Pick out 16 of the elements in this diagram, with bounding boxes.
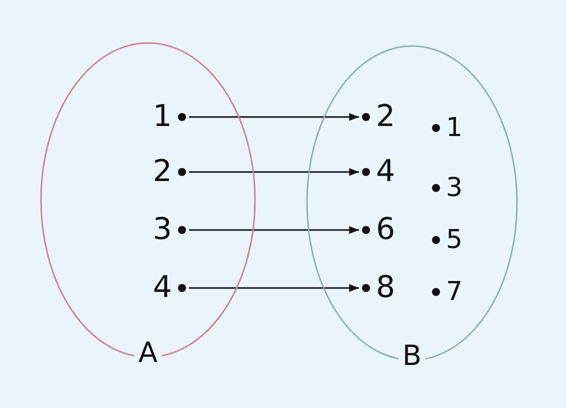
- element-label: 2: [376, 100, 396, 134]
- element-label: 7: [446, 277, 463, 307]
- element-label: 4: [376, 155, 396, 189]
- element-label: 1: [446, 113, 463, 143]
- element-label: 5: [446, 225, 463, 255]
- element-label: 3: [152, 213, 172, 247]
- arrow: [189, 113, 359, 121]
- element-label: 2: [152, 155, 172, 189]
- arrow: [189, 168, 359, 176]
- element-label: 4: [152, 271, 172, 305]
- element-label: 1: [152, 100, 172, 134]
- element-label: 6: [376, 213, 396, 247]
- arrow: [189, 284, 359, 292]
- arrow: [189, 226, 359, 234]
- element-label: 3: [446, 173, 463, 203]
- element-label: 8: [376, 271, 396, 305]
